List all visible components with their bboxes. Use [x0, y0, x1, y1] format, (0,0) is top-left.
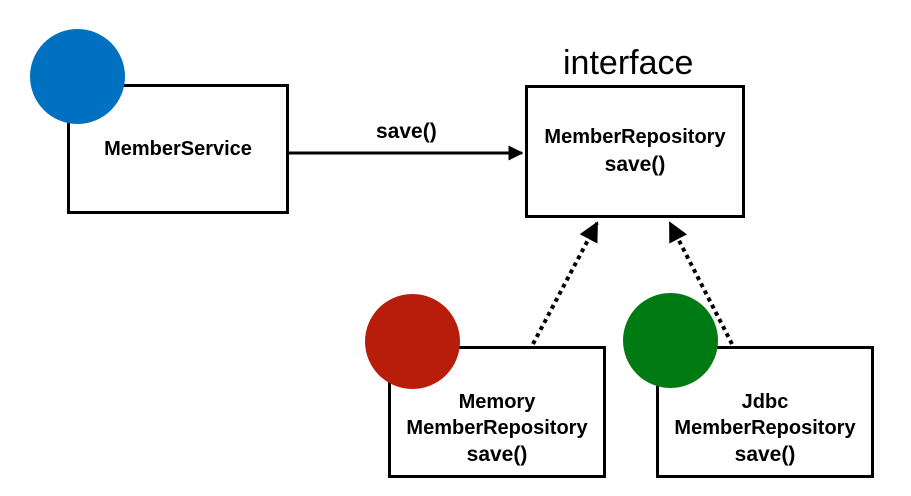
jdbc-repository-marker	[623, 293, 718, 388]
memory-repository-box: Memory MemberRepository save()	[388, 346, 606, 478]
memory-implements-arrow	[531, 221, 599, 345]
memory-repository-method: save()	[466, 443, 528, 467]
member-service-marker	[30, 29, 125, 124]
jdbc-implements-arrow	[668, 221, 734, 345]
call-label: save()	[376, 120, 437, 143]
member-service-label: MemberService	[104, 137, 252, 160]
jdbc-repository-prefix: Jdbc	[741, 390, 789, 413]
memory-repository-marker	[365, 294, 460, 389]
memory-repository-label: MemberRepository	[406, 416, 588, 439]
member-repository-label: MemberRepository	[544, 126, 726, 149]
jdbc-repository-label: MemberRepository	[674, 416, 856, 439]
interface-label: interface	[563, 44, 694, 82]
jdbc-repository-method: save()	[734, 443, 796, 467]
member-repository-box: MemberRepository save()	[525, 85, 745, 218]
member-repository-method: save()	[604, 152, 666, 176]
memory-repository-prefix: Memory	[458, 390, 536, 413]
